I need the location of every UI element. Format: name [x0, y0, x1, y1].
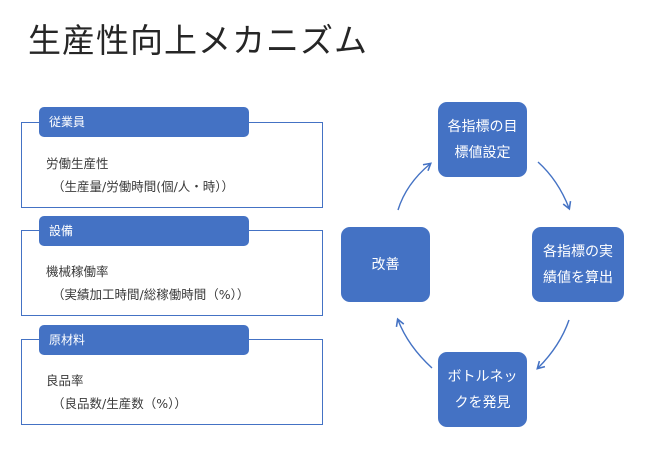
arrow-top-to-right	[537, 161, 572, 211]
cycle-node-actual-calculation: 各指標の実績値を算出	[532, 227, 624, 302]
page-title: 生産性向上メカニズム	[28, 21, 368, 60]
arrow-left-to-top	[397, 162, 432, 211]
arrow-bottom-to-left	[395, 317, 433, 369]
card-header-equipment: 設備	[39, 216, 249, 246]
card-formula-equipment: （実績加工時間/総稼働時間（%））	[52, 287, 250, 302]
card-metric-employee: 労働生産性	[46, 156, 109, 171]
arrow-right-to-bottom	[536, 319, 570, 370]
cycle-node-improvement-label: 改善	[371, 256, 400, 273]
cycle-node-actual-calculation-label: 各指標の実績値を算出	[543, 243, 613, 286]
card-metric-equipment: 機械稼働率	[46, 264, 109, 279]
card-formula-employee: （生産量/労働時間(個/人・時））	[52, 179, 235, 194]
cycle-node-bottleneck: ボトルネックを発見	[438, 352, 527, 427]
card-header-employee: 従業員	[39, 107, 249, 137]
card-metric-material: 良品率	[46, 373, 84, 388]
card-formula-material: （良品数/生産数（%））	[52, 396, 187, 411]
cycle-node-target-setting-label: 各指標の目標値設定	[447, 118, 518, 161]
cycle-node-bottleneck-label: ボトルネックを発見	[447, 368, 518, 411]
cycle-node-target-setting: 各指標の目標値設定	[438, 102, 527, 177]
cycle-node-improvement: 改善	[341, 227, 430, 302]
card-header-material: 原材料	[39, 325, 249, 355]
